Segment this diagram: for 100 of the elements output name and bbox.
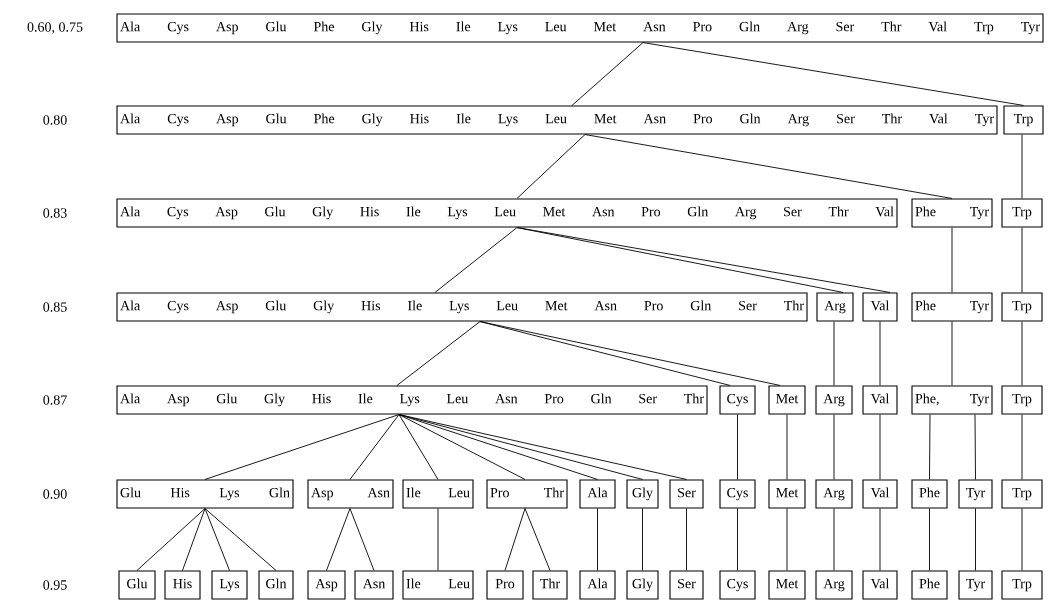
tree-line: [686, 508, 687, 571]
tree-line: [479, 321, 781, 386]
tree-line: [1021, 321, 1023, 386]
level-label: 0.60, 0.75: [27, 22, 83, 34]
tree-line: [204, 508, 230, 571]
tree-line: [349, 508, 375, 571]
cluster-box: Glu: [118, 570, 156, 600]
cluster-box: Val: [862, 385, 898, 415]
cluster-box: Phe: [911, 570, 948, 600]
tree-line: [929, 414, 931, 480]
tree-line: [951, 227, 953, 293]
cluster-box: Trp: [1001, 292, 1043, 322]
cluster-box: Val: [862, 292, 898, 322]
cluster-box: Pro: [486, 570, 524, 600]
tree-line: [833, 414, 835, 480]
cluster-box: Met: [768, 570, 806, 600]
tree-line: [571, 42, 644, 106]
tree-line: [786, 508, 788, 571]
cluster-box: Ala Asp Glu Gly His Ile Lys Leu Asn Pro Gln Ser Thr: [116, 385, 708, 415]
cluster-box: Trp: [1001, 198, 1043, 228]
tree-line: [398, 414, 687, 480]
cluster-box: Gly: [626, 479, 659, 509]
cluster-box: Ala Cys Asp Glu Gly His Ile Lys Leu Met Asn Pro Gln Ser Thr: [116, 292, 808, 322]
level-label: 0.95: [43, 580, 67, 590]
tree-line: [204, 508, 277, 571]
cluster-box: Asp: [307, 570, 346, 600]
cluster-box: Ala: [579, 479, 616, 509]
cluster-box: Arg: [816, 292, 854, 322]
level-label: 0.80: [43, 115, 67, 125]
tree-line: [524, 508, 551, 571]
cluster-box: Phe, Tyr: [911, 385, 993, 415]
cluster-box: Ser: [669, 479, 704, 509]
tree-line: [504, 508, 526, 571]
tree-line: [974, 414, 976, 480]
tree-line: [182, 508, 206, 571]
cluster-box: Pro Thr: [486, 479, 568, 509]
tree-line: [584, 134, 953, 199]
cluster-box: Lys: [211, 570, 248, 600]
tree-line: [398, 414, 526, 480]
cluster-box: Glu His Lys Gln: [116, 479, 294, 509]
cluster-box: Gly: [626, 570, 659, 600]
cluster-box: Arg: [815, 570, 853, 600]
cluster-box: Tyr: [958, 479, 993, 509]
tree-line: [642, 42, 1024, 106]
cluster-box: Trp: [1001, 479, 1043, 509]
tree-line: [136, 508, 206, 571]
level-label: 0.83: [43, 208, 67, 218]
tree-line: [349, 414, 400, 480]
cluster-box: Cys: [719, 570, 756, 600]
cluster-box: Asp Asn: [307, 479, 394, 509]
tree-line: [597, 508, 598, 571]
tree-line: [398, 414, 439, 480]
cluster-box: Tyr: [958, 570, 993, 600]
cluster-box: Phe Tyr: [911, 292, 993, 322]
cluster-box: Phe Tyr: [911, 198, 993, 228]
cluster-box: Val: [862, 479, 898, 509]
cluster-box: Thr: [532, 570, 568, 600]
tree-line: [951, 321, 953, 386]
cluster-box: Cys: [719, 479, 756, 509]
tree-line: [879, 414, 881, 480]
tree-line: [737, 508, 738, 571]
tree-line: [833, 508, 835, 571]
cluster-box: Met: [768, 479, 806, 509]
tree-line: [396, 321, 481, 386]
cluster-box: Ala Cys Asp Glu Phe Gly His Ile Lys Leu Met Asn Pro Gln Arg Ser Thr Val Trp Tyr: [116, 13, 1044, 43]
tree-line: [975, 508, 976, 571]
tree-line: [642, 508, 643, 571]
level-label: 0.87: [43, 395, 67, 405]
cluster-box: Arg: [815, 479, 853, 509]
tree-line: [434, 227, 518, 293]
tree-line: [1021, 227, 1023, 293]
tree-line: [786, 414, 788, 480]
cluster-box: His: [164, 570, 201, 600]
tree-line: [1021, 508, 1023, 571]
tree-line: [1021, 134, 1023, 199]
tree-line: [879, 321, 881, 386]
cluster-box: Ile Leu: [402, 479, 474, 509]
cluster-box: Ser: [669, 570, 704, 600]
tree-line: [929, 508, 930, 571]
cluster-box: Ala: [579, 570, 616, 600]
tree-line: [326, 508, 351, 571]
cluster-box: Gln: [258, 570, 294, 600]
level-label: 0.90: [43, 489, 67, 499]
cluster-box: Trp: [1001, 570, 1043, 600]
cluster-box: Cys: [719, 385, 756, 415]
cluster-box: Val: [862, 570, 898, 600]
cluster-box: Trp: [1003, 105, 1044, 135]
cluster-box: Ala Cys Asp Glu Phe Gly His Ile Lys Leu Met Asn Pro Gln Arg Ser Thr Val Tyr: [116, 105, 998, 135]
tree-line: [737, 414, 738, 480]
tree-line: [1021, 414, 1023, 480]
level-label: 0.85: [43, 302, 67, 312]
tree-line: [204, 414, 400, 480]
cluster-box: Trp: [1001, 385, 1043, 415]
tree-line: [516, 134, 586, 199]
tree-line: [879, 508, 881, 571]
cluster-box: Ala Cys Asp Glu Gly His Ile Lys Leu Met Asn Pro Gln Arg Ser Thr Val: [116, 198, 898, 228]
cluster-box: Asn: [354, 570, 394, 600]
tree-line: [437, 508, 439, 571]
tree-line: [833, 321, 835, 386]
cluster-box: Ile Leu: [402, 570, 474, 600]
